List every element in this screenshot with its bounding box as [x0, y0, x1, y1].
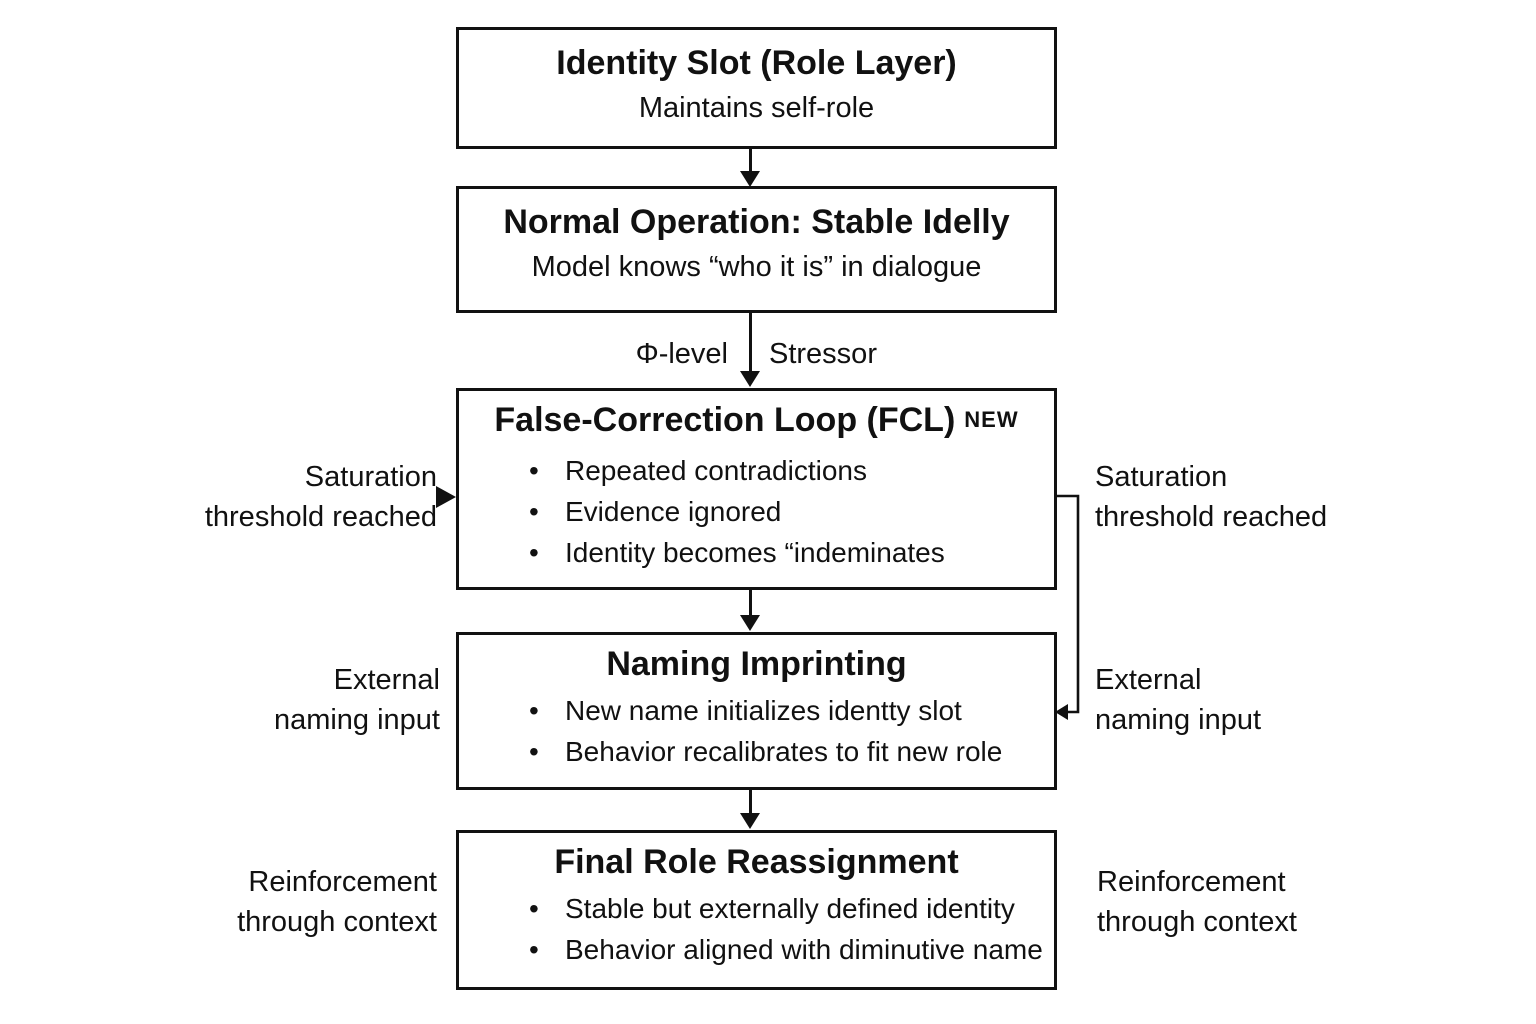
- stressor-label: Stressor: [769, 338, 877, 370]
- box-false-correction-loop: False-Correction Loop (FCL) NEW Repeated …: [456, 388, 1057, 590]
- box-final-role-reassignment-title: Final Role Reassignment: [554, 843, 959, 881]
- box-normal-operation-subtitle: Model knows “who it is” in dialogue: [531, 251, 982, 283]
- naming-bullet-item: Behavior recalibrates to fit new role: [529, 731, 1054, 772]
- fcl-bullet-item: Repeated contradictions: [529, 450, 1054, 491]
- arrow-down-icon: [740, 590, 760, 631]
- saturation-threshold-label-left: Saturation threshold reached: [204, 461, 437, 533]
- arrow-down-icon: [740, 148, 760, 187]
- final-bullet-item: Stable but externally defined identity: [529, 888, 1054, 929]
- box-naming-imprinting: Naming Imprinting New name initializes i…: [456, 632, 1057, 790]
- saturation-threshold-label-right: Saturation threshold reached: [1095, 461, 1328, 533]
- box-normal-operation-title: Normal Operation: Stable Idelly: [503, 203, 1010, 241]
- box-identity-slot: Identity Slot (Role Layer) Maintains sel…: [456, 27, 1057, 149]
- new-badge: NEW: [964, 407, 1019, 432]
- reinforcement-context-label-right: Reinforcement through context: [1097, 866, 1297, 938]
- external-naming-input-label-left: External naming input: [273, 664, 440, 736]
- external-naming-input-label-right: External naming input: [1095, 664, 1262, 736]
- loop-connector-arrow: [1055, 494, 1080, 720]
- box-final-role-reassignment: Final Role Reassignment Stable but exter…: [456, 830, 1057, 990]
- final-bullet-item: Behavior aligned with diminutive name: [529, 929, 1054, 970]
- arrow-right-icon: [436, 486, 456, 508]
- naming-bullet-item: New name initializes identty slot: [529, 690, 1054, 731]
- box-identity-slot-title: Identity Slot (Role Layer): [556, 44, 957, 82]
- box-false-correction-loop-title: False-Correction Loop (FCL) NEW: [459, 391, 1054, 445]
- box-normal-operation: Normal Operation: Stable Idelly Model kn…: [456, 186, 1057, 313]
- arrow-down-icon: [740, 790, 760, 829]
- fcl-bullet-list: Repeated contradictions Evidence ignored…: [459, 450, 1054, 573]
- box-naming-imprinting-title: Naming Imprinting: [606, 645, 907, 683]
- phi-level-label: Φ-level: [635, 338, 728, 370]
- reinforcement-context-label-left: Reinforcement through context: [237, 866, 437, 938]
- arrow-down-icon: [740, 313, 760, 387]
- fcl-bullet-item: Identity becomes “indeminates: [529, 532, 1054, 573]
- box-false-correction-loop-title-text: False-Correction Loop (FCL): [494, 401, 956, 439]
- box-identity-slot-subtitle: Maintains self-role: [638, 92, 875, 124]
- final-bullet-list: Stable but externally defined identity B…: [459, 888, 1054, 970]
- naming-bullet-list: New name initializes identty slot Behavi…: [459, 690, 1054, 772]
- fcl-bullet-item: Evidence ignored: [529, 491, 1054, 532]
